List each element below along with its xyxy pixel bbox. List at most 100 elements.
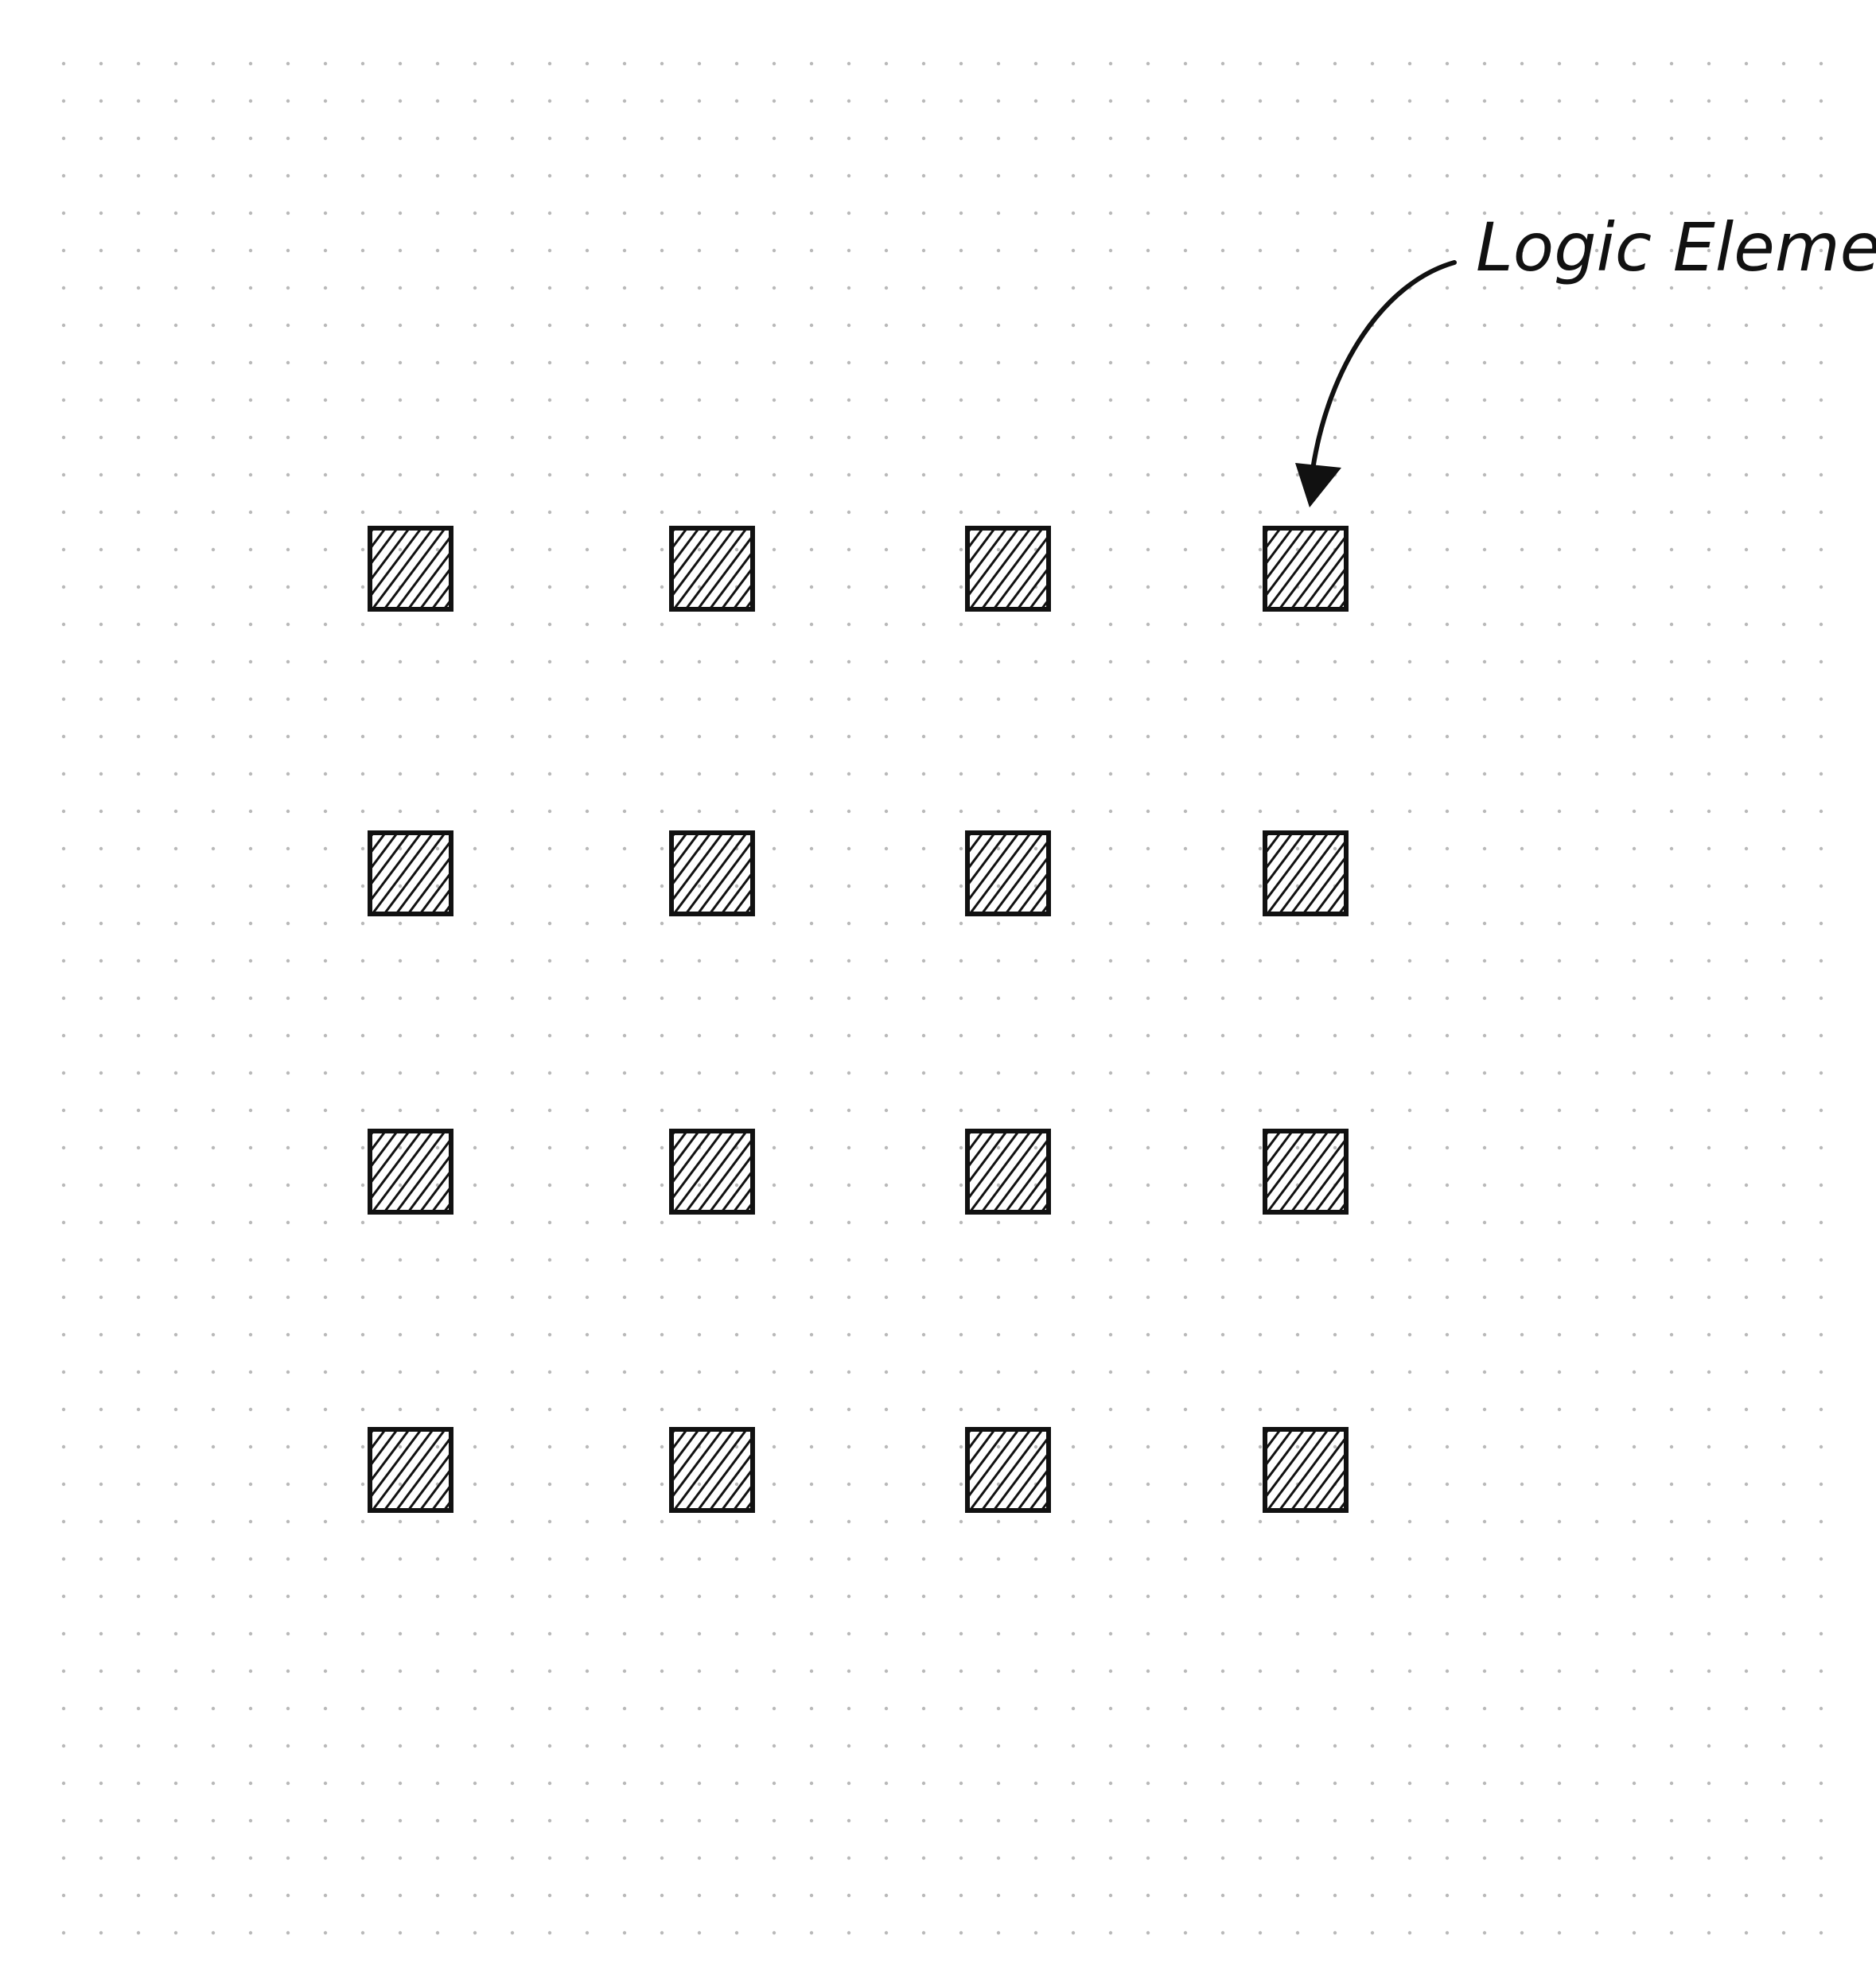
grid-dot — [1520, 1631, 1524, 1636]
grid-dot — [772, 1444, 776, 1449]
grid-dot — [959, 1893, 963, 1898]
grid-dot — [1071, 1781, 1076, 1786]
logic-element — [669, 830, 755, 916]
grid-dot — [473, 1856, 477, 1860]
grid-dot — [1819, 61, 1823, 66]
grid-dot — [1183, 884, 1188, 888]
grid-dot — [1220, 585, 1225, 589]
grid-dot — [1183, 1744, 1188, 1748]
grid-dot — [435, 1818, 440, 1823]
grid-dot — [847, 809, 851, 814]
grid-dot — [1295, 1594, 1300, 1599]
grid-dot — [847, 472, 851, 477]
grid-dot — [1183, 1407, 1188, 1412]
grid-dot — [921, 1856, 926, 1860]
grid-dot — [1669, 99, 1674, 103]
grid-dot — [996, 1444, 1001, 1449]
grid-dot — [1632, 1407, 1637, 1412]
grid-dot — [1819, 1519, 1823, 1524]
grid-dot — [1819, 846, 1823, 851]
grid-dot — [585, 1370, 590, 1374]
grid-dot — [1520, 1856, 1524, 1860]
grid-dot — [1295, 211, 1300, 216]
grid-dot — [884, 1557, 889, 1561]
grid-dot — [1520, 1669, 1524, 1674]
grid-dot — [1258, 772, 1263, 776]
grid-dot — [398, 1519, 403, 1524]
grid-dot — [1295, 173, 1300, 178]
grid-dot — [1370, 1744, 1375, 1748]
grid-dot — [1146, 1183, 1150, 1188]
grid-dot — [99, 772, 103, 776]
grid-dot — [1632, 734, 1637, 739]
grid-dot — [1220, 1108, 1225, 1113]
grid-dot — [510, 1930, 515, 1935]
grid-dot — [1594, 921, 1599, 926]
grid-dot — [1183, 510, 1188, 515]
grid-dot — [323, 173, 328, 178]
grid-dot — [1033, 734, 1038, 739]
grid-dot — [996, 435, 1001, 440]
grid-dot — [1333, 1706, 1337, 1711]
grid-dot — [360, 846, 365, 851]
grid-dot — [323, 61, 328, 66]
grid-dot — [884, 136, 889, 141]
grid-dot — [1557, 211, 1562, 216]
grid-dot — [1370, 622, 1375, 627]
grid-dot — [1594, 61, 1599, 66]
grid-dot — [809, 136, 814, 141]
grid-dot — [1295, 659, 1300, 664]
grid-dot — [772, 136, 776, 141]
grid-dot — [360, 1108, 365, 1113]
grid-dot — [286, 1557, 290, 1561]
grid-dot — [136, 547, 141, 552]
grid-dot — [996, 996, 1001, 1001]
grid-dot — [510, 1669, 515, 1674]
callout-arrow-line — [1310, 260, 1457, 472]
grid-dot — [1520, 772, 1524, 776]
grid-dot — [1146, 846, 1150, 851]
grid-dot — [1033, 1669, 1038, 1674]
grid-dot — [622, 659, 627, 664]
grid-dot — [99, 1407, 103, 1412]
grid-dot — [435, 884, 440, 888]
logic-element — [965, 830, 1051, 916]
grid-dot — [1445, 1332, 1450, 1337]
grid-dot — [211, 1108, 216, 1113]
grid-dot — [286, 472, 290, 477]
grid-dot — [1669, 1145, 1674, 1150]
grid-dot — [1370, 211, 1375, 216]
grid-dot — [1220, 510, 1225, 515]
grid-dot — [398, 1258, 403, 1262]
grid-dot — [1482, 1519, 1487, 1524]
grid-dot — [734, 1744, 739, 1748]
grid-dot — [1707, 1108, 1711, 1113]
grid-dot — [360, 1594, 365, 1599]
grid-dot — [61, 286, 66, 290]
grid-dot — [1370, 1893, 1375, 1898]
grid-dot — [1445, 622, 1450, 627]
grid-dot — [136, 921, 141, 926]
grid-dot — [1108, 360, 1113, 365]
grid-dot — [921, 1071, 926, 1075]
grid-dot — [809, 248, 814, 253]
grid-dot — [173, 547, 178, 552]
grid-dot — [959, 996, 963, 1001]
grid-dot — [996, 1108, 1001, 1113]
grid-dot — [61, 1594, 66, 1599]
grid-dot — [1258, 1183, 1263, 1188]
grid-dot — [1407, 1370, 1412, 1374]
grid-dot — [173, 1631, 178, 1636]
grid-dot — [248, 622, 253, 627]
grid-dot — [1295, 510, 1300, 515]
grid-dot — [286, 1258, 290, 1262]
grid-dot — [1707, 697, 1711, 702]
grid-dot — [660, 547, 664, 552]
grid-dot — [248, 585, 253, 589]
grid-dot — [1033, 173, 1038, 178]
grid-dot — [1594, 1407, 1599, 1412]
grid-dot — [323, 1893, 328, 1898]
grid-dot — [99, 585, 103, 589]
grid-dot — [510, 1856, 515, 1860]
grid-dot — [809, 173, 814, 178]
